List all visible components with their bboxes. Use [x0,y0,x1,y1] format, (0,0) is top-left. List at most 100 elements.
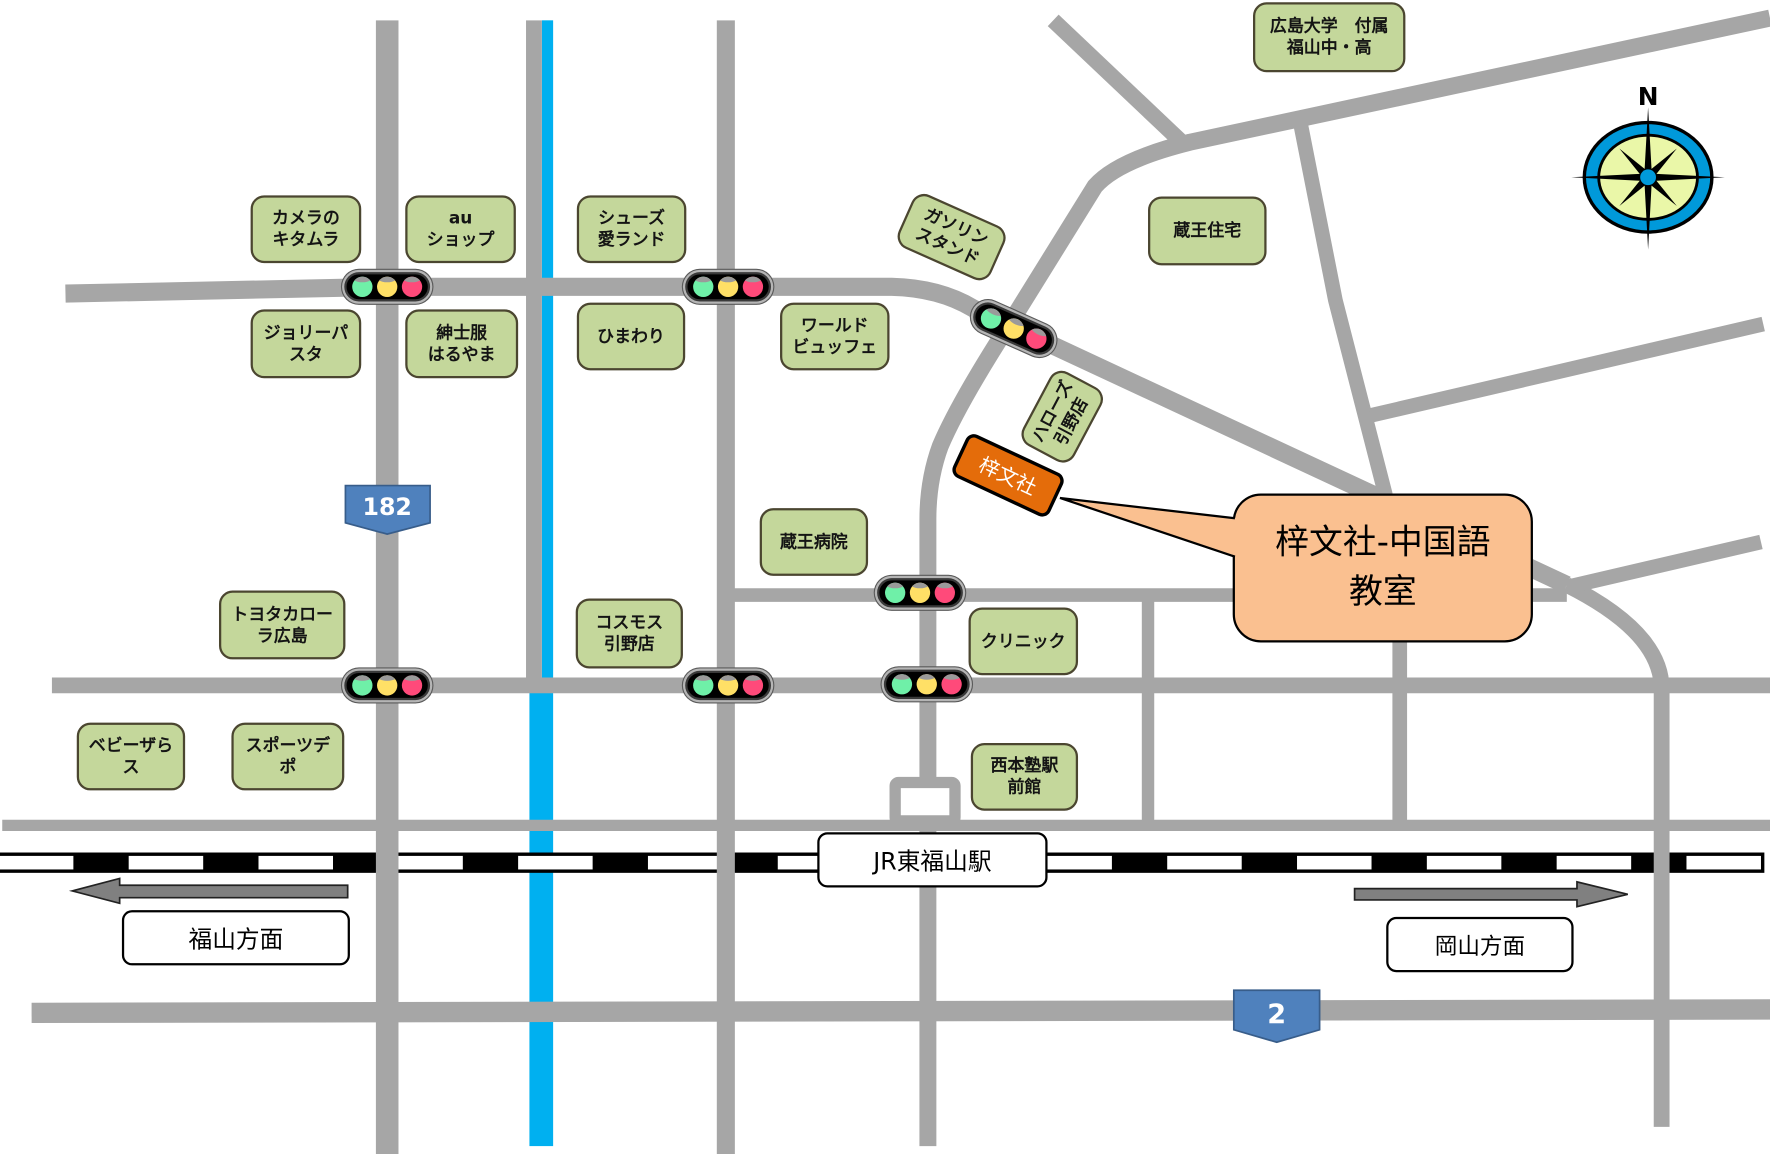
landmark-sports-depot: スポーツデ ポ [231,722,345,791]
destination-callout: 梓文社-中国語 教室 [1234,495,1532,642]
green-lamp-icon [885,582,906,603]
landmark-zao-hospital: 蔵王病院 [759,508,869,576]
landmark-label: 紳士服 [436,322,488,343]
callout-title-line-1: 梓文社-中国語 [1275,522,1491,563]
route-2-shield: 2 [1232,989,1321,1044]
red-lamp-icon [941,674,962,695]
landmark-label: クリニック [980,630,1066,651]
river-upper [541,20,554,687]
station-name: JR東福山駅 [873,847,992,875]
green-lamp-icon [977,305,1005,332]
landmark-label: ス [122,756,140,777]
landmark-label: 広島大学 付属 [1269,15,1389,37]
landmark-label: 蔵王住宅 [1173,220,1242,241]
red-lamp-icon [742,276,764,297]
shield-icon [1232,989,1321,1044]
landmark-label: ワールド [800,315,869,336]
road-northeast-branch [1368,316,1765,423]
traffic-light-icon [883,669,970,699]
red-lamp-icon [742,675,764,696]
traffic-light-icon [344,670,431,701]
red-lamp-icon [1022,325,1050,353]
yellow-lamp-icon [717,675,739,696]
river-lower [529,677,554,1147]
landmark-label: ベビーザら [88,735,174,756]
station-roundabout [889,776,961,827]
landmark-label: トヨタカロー [231,603,334,624]
yellow-lamp-icon [377,675,398,696]
route-number: 2 [1267,999,1286,1030]
route-182-shield: 182 [344,484,431,535]
yellow-lamp-icon [916,674,937,695]
landmark-haruyama: 紳士服 はるやま [405,309,519,379]
road-upper-east-west [65,277,1571,594]
landmark-world-buffet: ワールド ビュッフェ [780,302,890,371]
red-lamp-icon [934,582,955,603]
road-north-diagonal [1047,14,1188,149]
landmark-label: コスモス [595,612,664,633]
red-lamp-icon [401,276,423,297]
landmark-babies-r-us: ベビーザら ス [76,722,186,791]
yellow-lamp-icon [1000,315,1028,343]
road-station-approach [919,9,1770,783]
traffic-light-icon [344,272,431,302]
right-arrow-icon [1353,880,1628,908]
landmark-zao-jutaku: 蔵王住宅 [1148,196,1267,266]
landmark-label: ジョリーパ [263,322,349,343]
river [529,20,554,1147]
left-arrow-icon [68,877,349,905]
station-label: JR東福山駅 [817,832,1048,888]
landmark-label: 前館 [1007,776,1042,798]
landmark-jolly-pasta: ジョリーパ スタ [250,309,362,379]
rail-ties [0,855,1761,870]
yellow-lamp-icon [909,582,931,603]
road-route-2 [31,999,1770,1024]
green-lamp-icon [693,276,714,297]
traffic-light-icon [877,578,963,608]
landmark-clinic: クリニック [968,607,1079,676]
landmark-label: 蔵王病院 [780,531,848,552]
green-lamp-icon [693,675,714,696]
landmark-label: シューズ [598,207,666,229]
landmark-toyota-corolla: トヨタカロー ラ広島 [218,590,346,660]
direction-label-east: 岡山方面 [1386,916,1574,973]
direction-west-text: 福山方面 [188,925,284,953]
route-number: 182 [362,493,411,521]
yellow-lamp-icon [717,276,739,297]
landmark-label: スポーツデ [245,735,331,756]
yellow-lamp-icon [377,276,398,297]
landmark-shoes-airland: シューズ 愛ランド [576,195,687,264]
green-lamp-icon [891,674,913,695]
traffic-light-icon [685,272,771,302]
green-lamp-icon [352,276,373,297]
landmark-camera-kitamura: カメラの キタムラ [250,195,362,264]
landmark-label: スタ [288,343,323,365]
landmark-label: ポ [279,756,297,777]
landmark-label: 福山中・高 [1286,37,1372,58]
landmark-au-shop: au ショップ [405,195,516,264]
landmark-label: ビュッフェ [792,336,878,357]
landmark-label: 西本塾駅 [990,755,1059,776]
landmark-label: カメラの [272,207,340,229]
compass-north-label: N [1638,82,1659,111]
direction-east-text: 岡山方面 [1434,932,1526,960]
landmark-label: ラ広島 [256,624,308,646]
callout-bubble [1059,493,1533,643]
landmark-label: au [448,207,473,229]
road-east-curve [1563,577,1670,1127]
landmark-label: 引野店 [603,633,655,654]
compass-rose-icon: N [1571,82,1725,250]
landmark-hiroshima-university-school: 広島大学 付属 福山中・高 [1253,2,1406,73]
shield-icon [344,484,431,535]
landmark-cosmos: コスモス 引野店 [575,598,683,669]
landmark-nishimoto-juku: 西本塾駅 前館 [970,742,1079,811]
red-lamp-icon [401,675,423,696]
callout-title-line-2: 教室 [1348,572,1417,613]
landmark-label: はるやま [427,343,496,365]
landmark-label: 愛ランド [597,229,666,250]
traffic-light-icon [685,670,771,701]
landmark-label: ショップ [426,229,495,250]
